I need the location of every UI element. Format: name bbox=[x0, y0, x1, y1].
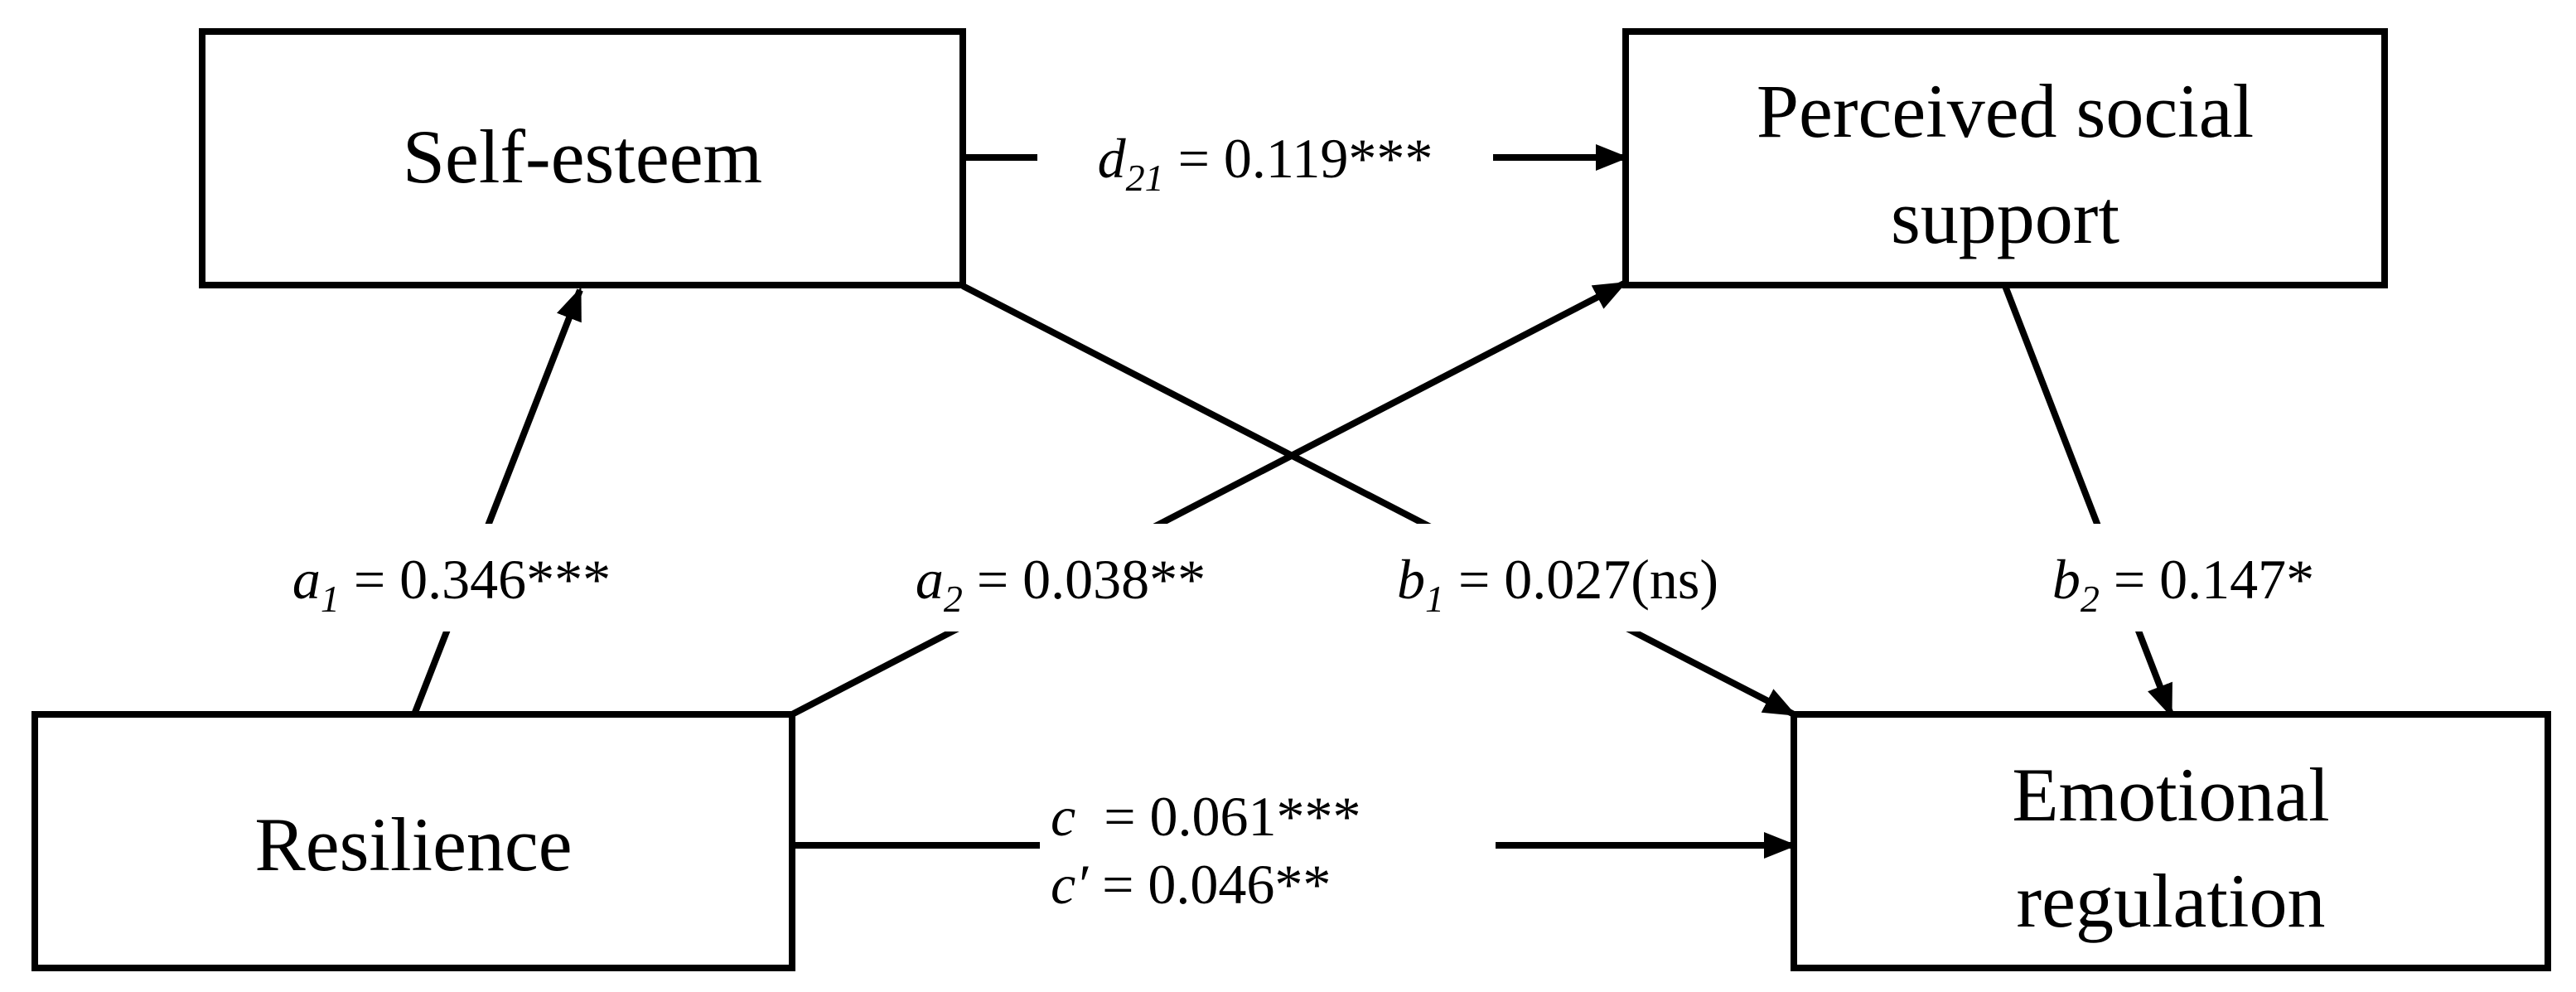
node-emotional-regulation: Emotional regulation bbox=[1791, 711, 2551, 971]
svg-text:b2 = 0.147*: b2 = 0.147* bbox=[2052, 548, 2314, 620]
node-emotional-regulation-label-line2: regulation bbox=[2017, 859, 2326, 943]
edge-resilience-to-self-esteem bbox=[411, 287, 583, 716]
edge-resilience-to-perceived-social-support bbox=[790, 280, 1627, 718]
node-emotional-regulation-label-line1: Emotional bbox=[2012, 752, 2329, 837]
label-a2: a2 = 0.038** bbox=[824, 524, 1297, 631]
node-resilience-label: Resilience bbox=[254, 802, 572, 887]
edge-self-esteem-to-emotional-regulation bbox=[961, 283, 1797, 718]
node-perceived-social-support-label-line2: support bbox=[1891, 175, 2119, 259]
label-b1: b1 = 0.027(ns) bbox=[1346, 524, 1769, 631]
label-c-prime: c′ = 0.046** bbox=[1051, 853, 1331, 916]
node-self-esteem-label: Self-esteem bbox=[403, 114, 762, 199]
label-c: c = 0.061*** bbox=[1051, 785, 1361, 848]
svg-text:d21 = 0.119***: d21 = 0.119*** bbox=[1098, 127, 1433, 199]
svg-text:b1 = 0.027(ns): b1 = 0.027(ns) bbox=[1397, 548, 1718, 620]
edge-perceived-social-support-to-emotional-regulation bbox=[2002, 284, 2174, 718]
node-self-esteem: Self-esteem bbox=[199, 28, 966, 288]
label-b2: b2 = 0.147* bbox=[1960, 524, 2407, 631]
node-resilience: Resilience bbox=[31, 711, 795, 971]
svg-text:a1 = 0.346***: a1 = 0.346*** bbox=[292, 548, 611, 620]
label-c-and-c-prime: c = 0.061*** c′ = 0.046** bbox=[1040, 719, 1496, 916]
svg-text:a2 = 0.038**: a2 = 0.038** bbox=[916, 548, 1206, 620]
label-a1: a1 = 0.346*** bbox=[228, 524, 675, 631]
node-perceived-social-support: Perceived social support bbox=[1622, 28, 2388, 288]
node-perceived-social-support-label-line1: Perceived social bbox=[1757, 69, 2254, 153]
label-d21: d21 = 0.119*** bbox=[1037, 104, 1493, 211]
